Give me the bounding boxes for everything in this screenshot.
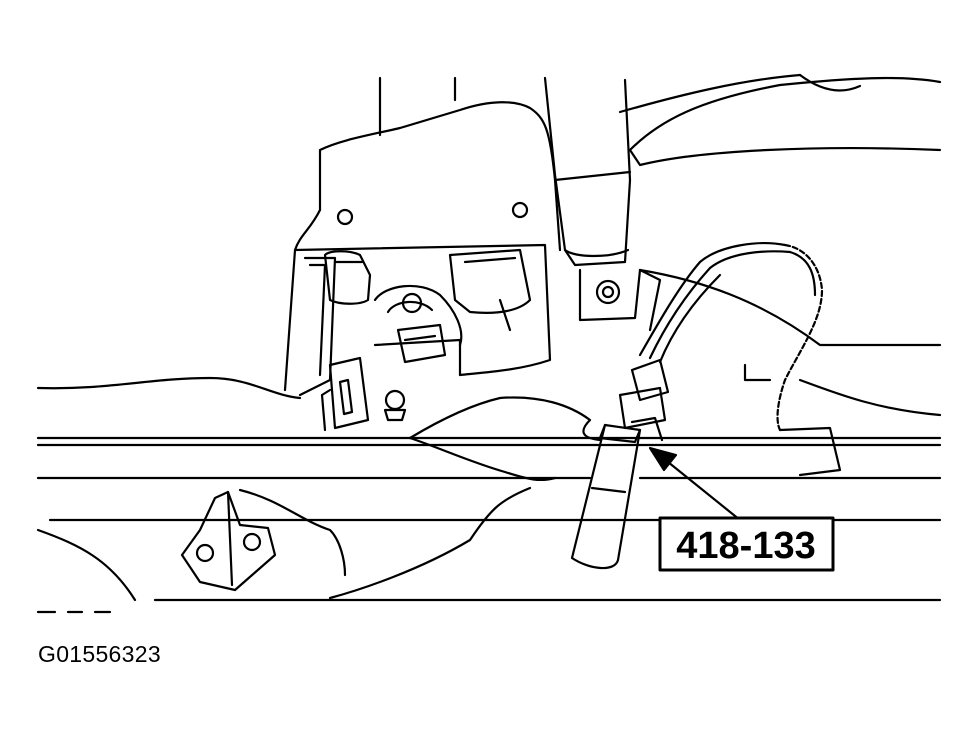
seat-frame bbox=[283, 76, 562, 397]
sensor-wiring bbox=[618, 242, 824, 442]
callout-label: 418-133 bbox=[676, 525, 815, 567]
mounting-bracket bbox=[320, 356, 407, 432]
body-panels bbox=[618, 73, 942, 477]
latch-mechanism bbox=[323, 248, 532, 377]
figure-id: G01556323 bbox=[38, 641, 161, 667]
seatbelt-strap bbox=[543, 76, 662, 332]
tool-418-133 bbox=[570, 423, 642, 570]
small-bracket bbox=[180, 490, 277, 592]
callout-leader-arrow bbox=[648, 446, 742, 522]
floor-frame-rails bbox=[36, 376, 942, 614]
seat-cushion-edge bbox=[408, 396, 602, 482]
callout-box: 418-133 bbox=[658, 516, 835, 572]
